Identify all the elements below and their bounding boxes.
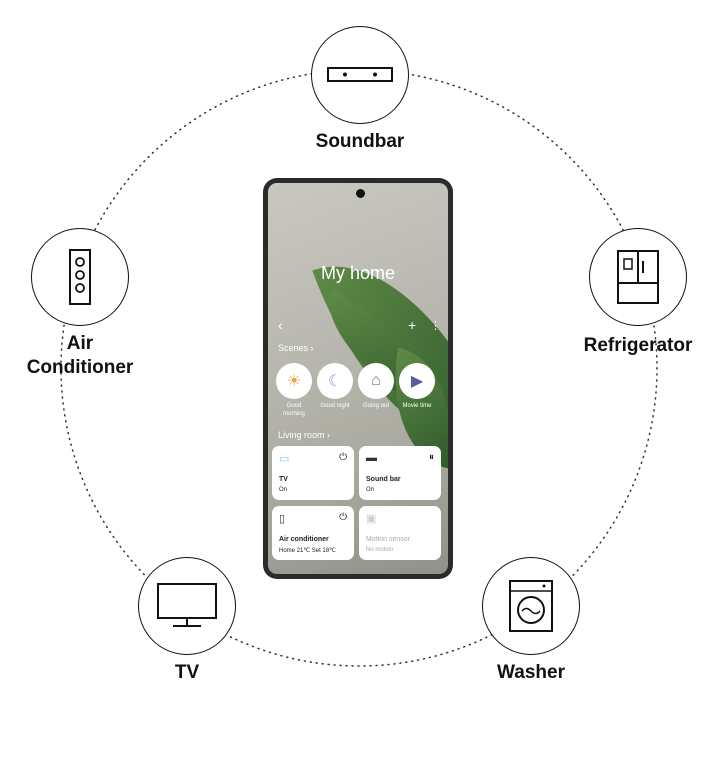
scenes-link[interactable]: Scenes › bbox=[278, 343, 314, 353]
soundbar-node bbox=[311, 26, 409, 124]
house-icon: ⌂ bbox=[358, 363, 394, 399]
card-name: Air conditioner bbox=[279, 536, 329, 543]
card-status: On bbox=[366, 487, 375, 493]
front-camera bbox=[356, 189, 365, 198]
soundbar-icon bbox=[327, 67, 393, 82]
tv-icon bbox=[157, 583, 217, 627]
scene-label: Movie time bbox=[402, 403, 432, 409]
air-conditioner-node bbox=[31, 228, 129, 326]
refrigerator-node bbox=[589, 228, 687, 326]
refrigerator-label: Refrigerator bbox=[583, 335, 693, 356]
soundbar-label: Soundbar bbox=[315, 131, 405, 152]
power-icon[interactable]: ⏻ bbox=[339, 452, 347, 463]
pause-icon[interactable]: ⏸ bbox=[429, 452, 434, 463]
soundbar-icon: ▬ bbox=[366, 452, 377, 464]
washer-node bbox=[482, 557, 580, 655]
card-status: On bbox=[279, 487, 288, 493]
power-icon[interactable]: ⏻ bbox=[339, 512, 347, 523]
scene-going-out[interactable]: ⌂ Going out bbox=[357, 363, 395, 410]
scene-label: Good morning bbox=[283, 403, 305, 417]
air-label-line2: Conditioner bbox=[26, 357, 134, 378]
washer-icon bbox=[509, 580, 553, 632]
device-card-motion-sensor[interactable]: ▣ Motion sensor No motion bbox=[359, 506, 441, 560]
scene-label: Good night bbox=[320, 403, 350, 409]
more-icon[interactable]: ⋮ bbox=[430, 320, 441, 332]
camera-icon: ▶ bbox=[399, 363, 435, 399]
living-room-link[interactable]: Living room › bbox=[278, 430, 331, 440]
air-label-line1: Air bbox=[66, 333, 94, 354]
scene-label: Going out bbox=[362, 403, 390, 409]
card-name: Motion sensor bbox=[366, 536, 410, 543]
scene-movie-time[interactable]: ▶ Movie time bbox=[398, 363, 436, 410]
refrigerator-icon bbox=[617, 250, 659, 304]
card-status: Home 21℃ Set 18℃ bbox=[279, 548, 336, 554]
sun-icon: ☀ bbox=[276, 363, 312, 399]
card-name: TV bbox=[279, 476, 288, 483]
card-name: Sound bar bbox=[366, 476, 401, 483]
tv-label: TV bbox=[174, 662, 200, 683]
back-icon[interactable]: ‹ bbox=[278, 317, 283, 333]
card-status: No motion bbox=[366, 547, 394, 553]
scene-good-morning[interactable]: ☀ Good morning bbox=[275, 363, 313, 418]
app-title: My home bbox=[320, 263, 396, 283]
air-conditioner-icon bbox=[69, 249, 91, 305]
tv-node bbox=[138, 557, 236, 655]
scene-good-night[interactable]: ☾ Good night bbox=[316, 363, 354, 410]
device-card-tv[interactable]: ▭ ⏻ TV On bbox=[272, 446, 354, 500]
tv-icon: ▭ bbox=[279, 453, 290, 465]
add-icon[interactable]: + bbox=[408, 317, 417, 333]
phone: My home ‹ + ⋮ Scenes › ☀ Good morning ☾ Go… bbox=[263, 178, 453, 579]
moon-icon: ☾ bbox=[317, 363, 353, 399]
phone-screen: My home ‹ + ⋮ Scenes › ☀ Good morning ☾ Go… bbox=[268, 183, 448, 574]
washer-label: Washer bbox=[497, 662, 565, 683]
sensor-icon: ▣ bbox=[366, 513, 377, 525]
air-conditioner-icon: ▯ bbox=[279, 513, 286, 525]
